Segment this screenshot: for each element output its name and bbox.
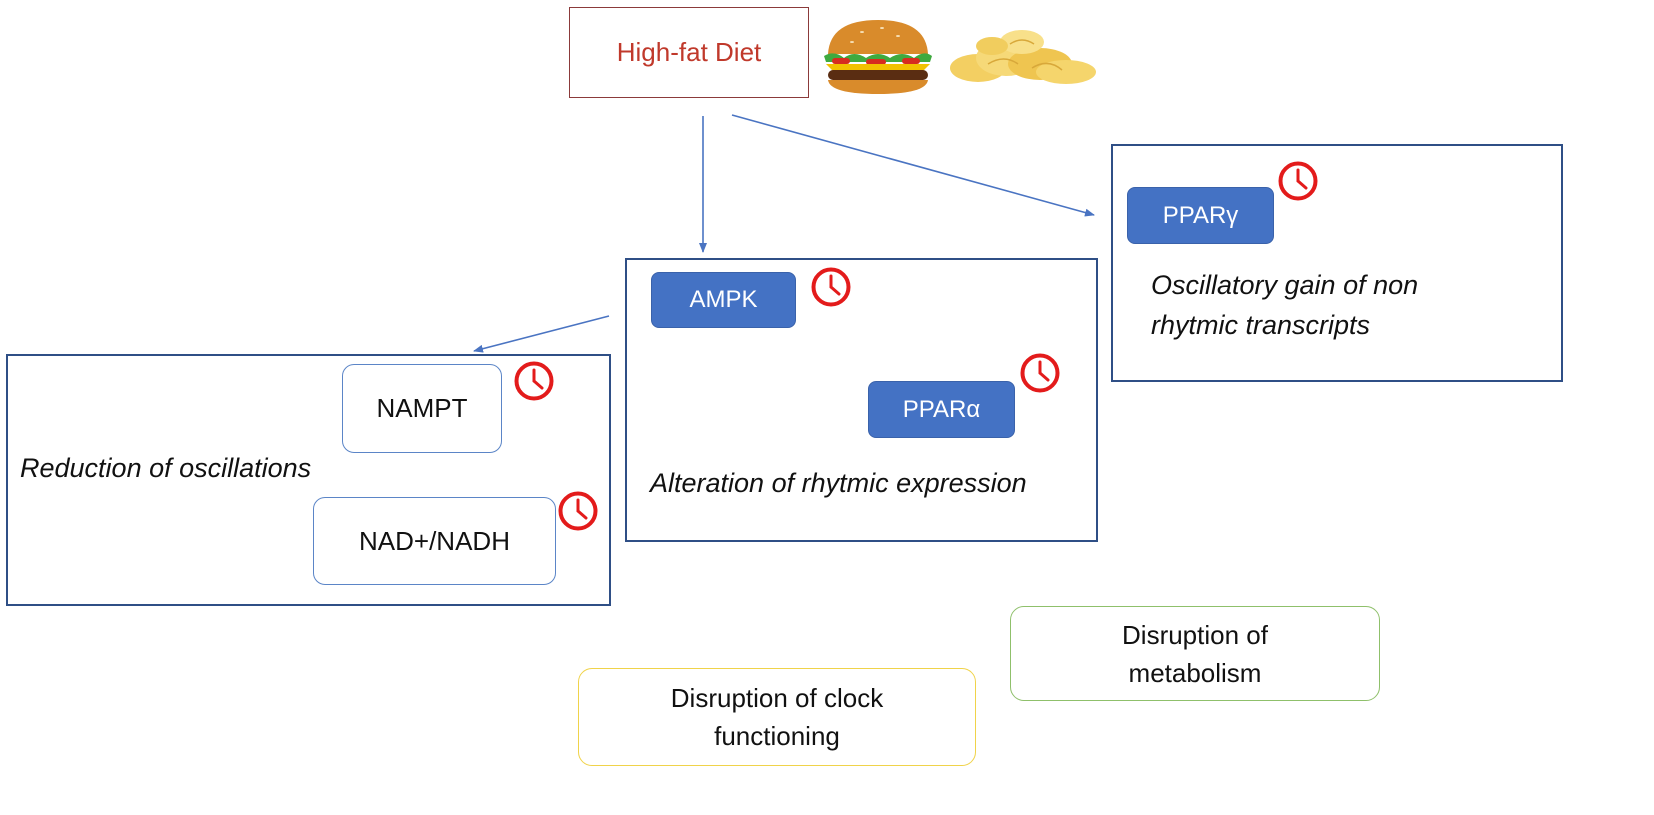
ampk-label: AMPK [689,286,758,313]
clock-line2: functioning [714,721,840,751]
high-fat-diet-box: High-fat Diet [569,7,809,98]
ppar-gamma-effect-text: Oscillatory gain of non rhytmic transcri… [1151,265,1551,345]
clock-icon [811,267,851,307]
clock-disruption-box: Disruption of clock functioning [578,668,976,766]
ppar-gamma-region [1111,144,1563,382]
clock-icon [558,491,598,531]
clock-icon [1278,161,1318,201]
arrow-diet-to-ppargamma [731,114,1095,217]
ppar-gamma-effect-line1: Oscillatory gain of non [1151,270,1419,300]
potato-chips-icon [950,30,1096,84]
metabolism-line1: Disruption of [1122,619,1268,650]
arrow-ampk-region-to-nampt-region [473,315,610,353]
clock-line1: Disruption of clock [670,683,884,713]
high-fat-diet-label: High-fat Diet [616,37,762,67]
nampt-label: NAMPT [376,393,468,423]
hamburger-icon [824,20,932,94]
clock-icon [514,361,554,401]
metabolism-line2: metabolism [1128,657,1262,688]
ppar-alpha-node: PPARα [868,381,1015,438]
ampk-effect-text: Alteration of rhytmic expression [650,468,1027,498]
metabolism-disruption-box: Disruption of metabolism [1010,606,1380,701]
nampt-node: NAMPT [342,364,502,453]
ppar-alpha-label: PPARα [902,395,981,423]
clock-icon [1020,353,1060,393]
ppar-gamma-effect-line2: rhytmic transcripts [1151,310,1371,340]
ppar-gamma-node: PPARγ [1127,187,1274,244]
nad-label: NAD+/NADH [359,525,510,556]
nad-node: NAD+/NADH [313,497,556,585]
ppar-gamma-label: PPARγ [1162,201,1239,229]
nampt-effect-text: Reduction of oscillations [20,453,312,483]
ampk-node: AMPK [651,272,796,328]
